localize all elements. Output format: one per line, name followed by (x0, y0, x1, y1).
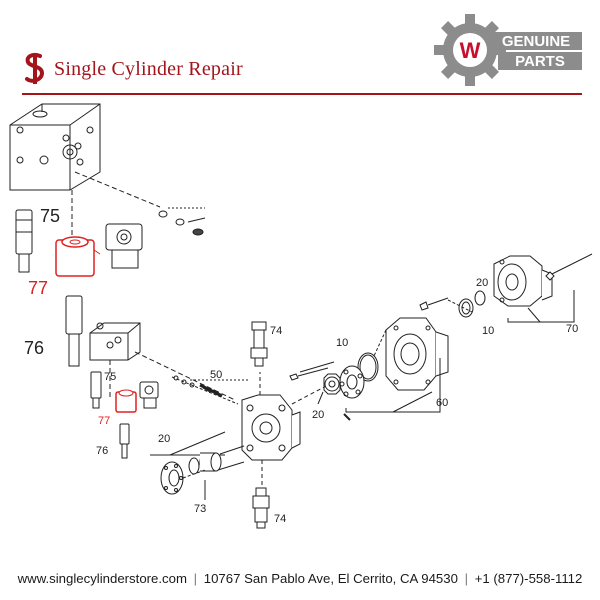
o-ring-10-motor (357, 352, 379, 382)
brand-mark-icon (25, 52, 45, 84)
gear-icon: W (434, 14, 506, 86)
plug-assembly (158, 207, 206, 236)
coil-77-upper (55, 236, 101, 277)
header-divider (22, 93, 582, 95)
callout-76-lower: 76 (96, 445, 108, 457)
cartridge-75-upper (15, 209, 33, 273)
callout-73: 73 (194, 503, 206, 515)
callout-70: 70 (566, 323, 578, 335)
footer-phone-link[interactable]: +1 (877)-558-1112 (474, 571, 583, 586)
badge-line1: GENUINE (502, 33, 570, 50)
seal-10-right (458, 298, 474, 318)
brand-name: Single Cylinder Repair (54, 57, 243, 80)
bolt-upper (289, 367, 329, 381)
genuine-parts-badge: W GENUINE PARTS (434, 14, 582, 86)
o-ring-20-right (474, 290, 486, 306)
stem-76-upper (65, 295, 83, 367)
gear-set-20 (323, 373, 341, 395)
callout-10-right: 10 (482, 325, 494, 337)
callout-20-left: 20 (158, 433, 170, 445)
fitting-74-top (250, 321, 268, 367)
fitting-74-bottom (252, 487, 270, 529)
gerotor-gear (339, 365, 365, 399)
callout-50: 50 (210, 369, 222, 381)
brand-logo[interactable]: Single Cylinder Repair (22, 52, 243, 86)
footer-separator: | (464, 571, 469, 586)
callout-20-gear: 20 (312, 409, 324, 421)
pump-bolt (545, 253, 593, 281)
motor-housing-60 (373, 317, 449, 391)
pin-set-50 (171, 375, 248, 405)
bolt-motor (419, 297, 449, 311)
callout-20-right: 20 (476, 277, 488, 289)
footer-separator: | (193, 571, 198, 586)
callout-77-upper: 77 (28, 278, 48, 298)
seal-set-20-left (150, 431, 245, 475)
callout-10-motor: 10 (336, 337, 348, 349)
page-header: Single Cylinder Repair W GENUINE PARTS (0, 0, 600, 100)
callout-60: 60 (436, 397, 448, 409)
coil-77-lower (115, 389, 137, 413)
callout-75-upper: 75 (40, 206, 60, 226)
upper-valve-block (9, 103, 101, 191)
callout-74-bottom: 74 (274, 513, 286, 525)
footer-address: 10767 San Pablo Ave, El Cerrito, CA 9453… (203, 571, 458, 586)
lower-valve-block (89, 322, 141, 361)
connector-lower (139, 381, 159, 409)
badge-line2: PARTS (515, 53, 565, 70)
footer-website-link[interactable]: www.singlecylinderstore.com (17, 571, 187, 586)
callout-77-lower: 77 (98, 415, 110, 427)
callout-75-lower: 75 (104, 371, 116, 383)
cartridge-75-lower (90, 371, 102, 409)
flange-73 (160, 461, 206, 500)
stem-76-lower (119, 423, 130, 459)
footer-contact: www.singlecylinderstore.com | 10767 San … (0, 571, 600, 586)
callout-74-top: 74 (270, 325, 282, 337)
pump-unit-70 (493, 255, 553, 307)
callout-76-upper: 76 (24, 338, 44, 358)
connector-upper (105, 223, 143, 269)
svg-text:W: W (460, 38, 481, 63)
exploded-parts-diagram: 75 76 77 75 76 50 74 74 20 20 73 10 60 2… (9, 103, 593, 529)
central-pump-body (241, 372, 331, 488)
